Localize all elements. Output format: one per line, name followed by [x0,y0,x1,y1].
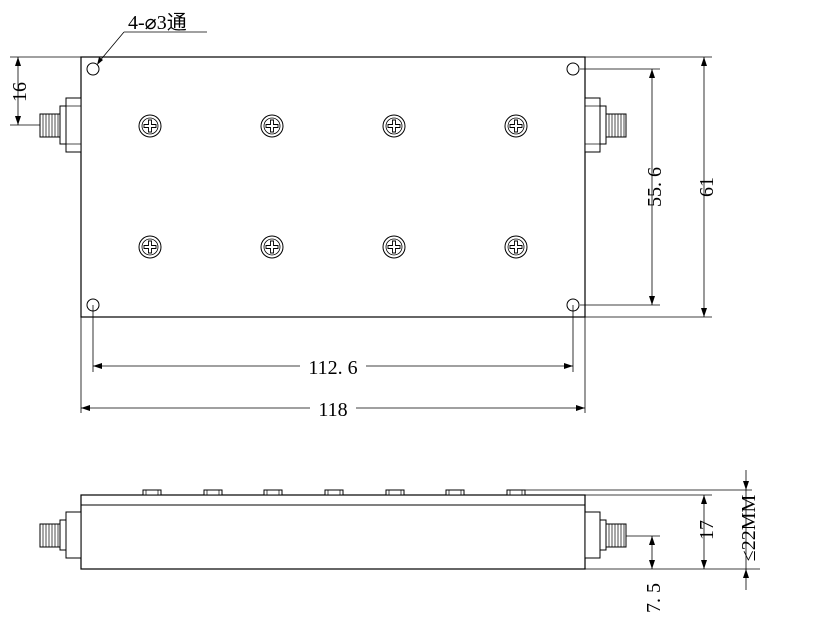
dim-55-6-lines [580,68,660,306]
connector-right [584,97,627,153]
dim-22mm-label: ≤22MM [738,495,760,562]
dim-112-6-label: 112. 6 [308,357,357,379]
dim-112-6-lines [92,305,574,372]
tuning-screw [382,114,406,138]
dim-17-label: 17 [696,520,718,540]
tuning-screw [138,235,162,259]
top-view-body [80,56,586,318]
side-view: 17 ≤22MM 7. 5 [39,470,760,613]
tuning-screw [260,235,284,259]
dim-7-5-label: 7. 5 [643,583,665,613]
dim-16-lines [10,56,81,126]
side-connector-left [39,511,82,559]
side-view-body [80,494,586,570]
dim-55-6-label: 55. 6 [644,167,666,207]
tuning-screw [138,114,162,138]
screw-tab [263,489,283,496]
hole-note: 4-⌀3通 [128,11,187,34]
dim-17-lines [585,494,760,570]
tuning-screw [504,235,528,259]
dim-118-lines [80,317,586,413]
screw-tab [445,489,465,496]
tuning-screw [260,114,284,138]
tuning-screw [382,235,406,259]
top-view: 4-⌀3通 16 55. 6 61 [9,11,718,421]
screw-tab [385,489,405,496]
side-connector-right [584,511,627,559]
dim-22mm-lines [525,470,752,590]
screw-tab [506,489,526,496]
dim-61-label: 61 [696,177,718,197]
screw-tab [142,489,162,496]
screw-tab [203,489,223,496]
connector-left [39,97,82,153]
tuning-screw [504,114,528,138]
dim-61-lines [585,56,712,318]
dim-7-5-lines [626,535,660,569]
dim-16-label: 16 [9,82,31,102]
hole-note-leader [97,31,207,65]
mounting-hole-tr [566,62,580,76]
screw-tab [324,489,344,496]
dim-118-label: 118 [318,399,347,421]
